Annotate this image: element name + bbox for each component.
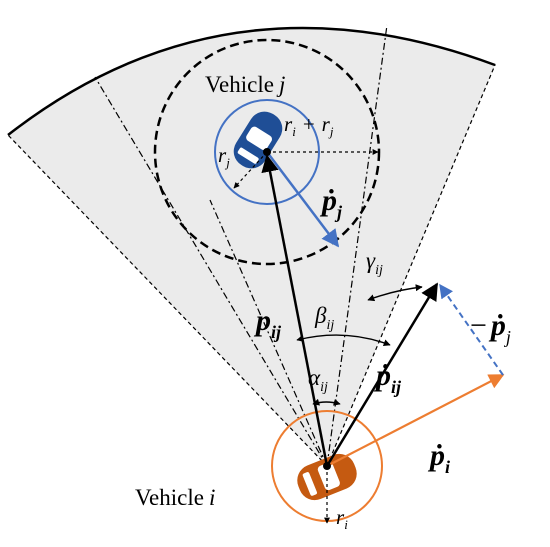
sector-line-1 — [94, 76, 328, 467]
gamma-label: γij — [366, 248, 383, 278]
neg-pdot-j-label: −ṗj — [470, 309, 511, 347]
r-j-label: rj — [218, 143, 230, 170]
sector-line-2 — [209, 199, 328, 467]
pdot-ij-arrow — [325, 282, 439, 467]
alpha-label: αij — [308, 365, 328, 395]
beta-arc — [296, 334, 391, 347]
alpha-arc — [312, 398, 341, 406]
collision-circle — [153, 38, 381, 266]
beta-label: βij — [314, 303, 334, 333]
pdot-i-arrow — [326, 374, 505, 467]
vehicle-j-car-icon — [233, 111, 283, 169]
sector-outer-arc — [7, 26, 496, 136]
neg-pdot-j-arrow — [439, 283, 504, 376]
vehicle-i-center — [323, 462, 331, 470]
pdot-i-label: ṗi — [427, 439, 450, 477]
r-i-label: ri — [336, 505, 348, 532]
gamma-arc — [367, 284, 423, 302]
vehicle-j-center — [263, 148, 271, 156]
p-ij-label: pij — [253, 304, 282, 342]
r-sum-label: ri+rj — [284, 112, 334, 139]
pdot-ij-label: ṗij — [373, 359, 402, 397]
vehicle-i-car-icon — [297, 453, 357, 501]
p-ij-arrow — [261, 154, 329, 467]
pdot-j-arrow — [266, 151, 340, 248]
pdot-j-label: ṗj — [319, 184, 343, 222]
sector-line-3 — [326, 24, 388, 467]
vehicle-j-circle — [214, 99, 320, 205]
